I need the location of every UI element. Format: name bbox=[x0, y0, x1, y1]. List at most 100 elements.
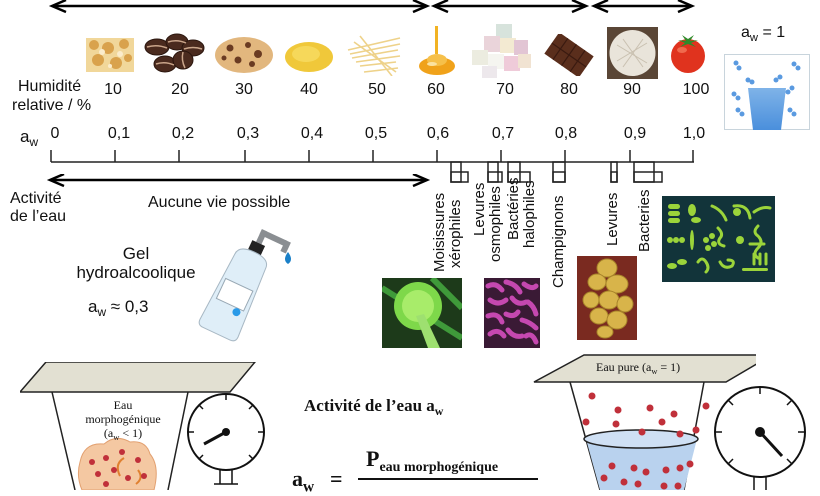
no-life-range-arrow bbox=[46, 174, 431, 188]
gel-label: Gel hydroalcoolique bbox=[56, 244, 216, 282]
formula-lhs: aw bbox=[292, 466, 314, 496]
organism-line1: Bactéries bbox=[505, 177, 522, 240]
water-activity-label: Activité de l’eau bbox=[10, 190, 66, 226]
organism-label-fungi: Champignons bbox=[550, 195, 567, 288]
formula-lhs-sub: w bbox=[303, 478, 315, 496]
formula-title: Activité de l’eau aw bbox=[304, 396, 443, 419]
morphogenic-water-jar-icon bbox=[20, 362, 256, 490]
aw-symbol: a bbox=[20, 127, 30, 146]
organism-line1: Levures bbox=[604, 192, 621, 246]
aw-axis-symbol: aw bbox=[20, 127, 38, 149]
aw-axis-line bbox=[50, 150, 694, 183]
organism-line1: Bacteries bbox=[636, 189, 653, 252]
honey-icon bbox=[419, 26, 455, 75]
chocolate-icon bbox=[544, 34, 594, 76]
humidity-value: 100 bbox=[682, 81, 710, 98]
left-jar-label: Eau morphogénique (aw < 1) bbox=[68, 398, 178, 445]
humidity-value: 70 bbox=[496, 81, 514, 98]
humidity-label-line2: relative / % bbox=[12, 97, 92, 114]
organism-line2: xérophiles bbox=[447, 199, 464, 268]
organism-line1: Levures bbox=[471, 182, 488, 236]
yeast-image-icon bbox=[577, 256, 637, 340]
marshmallows-icon bbox=[472, 24, 531, 78]
humidity-value: 40 bbox=[300, 81, 318, 98]
pure-water-label-a: a bbox=[741, 24, 750, 41]
aw-tick-label: 0,6 bbox=[426, 125, 450, 142]
organism-label-xerophilic-molds: Moisissures xérophiles bbox=[431, 192, 464, 272]
gel-label-line2: hydroalcoolique bbox=[76, 263, 196, 282]
left-jar-line3: (aw < 1) bbox=[68, 426, 178, 445]
formula-numerator-sub: eau morphogénique bbox=[379, 459, 499, 475]
bacteria-shapes-image-icon bbox=[662, 196, 775, 282]
formula-fraction-bar bbox=[358, 478, 538, 480]
aw-tick-label: 0,5 bbox=[364, 125, 388, 142]
aw-symbol-sub: w bbox=[29, 135, 39, 150]
organism-label-yeasts: Levures bbox=[604, 192, 621, 246]
formula-lhs-a: a bbox=[292, 466, 303, 491]
gel-aw-a: a bbox=[88, 297, 98, 316]
aw-tick-label: 0,3 bbox=[236, 125, 260, 142]
pure-water-label-rest: = 1 bbox=[758, 24, 786, 41]
pink-bacteria-image-icon bbox=[484, 278, 540, 348]
right-jar-label: Eau pure (aw = 1) bbox=[596, 360, 680, 376]
water-activity-line1: Activité bbox=[10, 190, 62, 207]
cornflakes-icon bbox=[86, 38, 134, 72]
water-activity-line2: de l’eau bbox=[10, 208, 67, 225]
aw-tick-label: 1,0 bbox=[682, 125, 706, 142]
humidity-value: 80 bbox=[560, 81, 578, 98]
right-pressure-gauge-icon bbox=[714, 386, 806, 490]
aw-tick-label: 0,1 bbox=[107, 125, 131, 142]
top-range-arrows bbox=[48, 0, 696, 14]
humidity-label-line1: Humidité bbox=[18, 78, 82, 95]
coffee-beans-icon bbox=[144, 33, 205, 73]
tomato-icon bbox=[671, 35, 705, 73]
aw-tick-label: 0,8 bbox=[554, 125, 578, 142]
left-jar-line2: morphogénique bbox=[85, 412, 161, 426]
pure-water-label: aw = 1 bbox=[741, 24, 785, 44]
humidity-value: 60 bbox=[427, 81, 445, 98]
organism-line2: osmophiles bbox=[487, 186, 504, 262]
humidity-value: 10 bbox=[104, 81, 122, 98]
semolina-icon bbox=[285, 42, 333, 72]
formula-numerator-p: P bbox=[366, 446, 380, 471]
organism-label-halophilic-bacteria: Bactéries halophiles bbox=[505, 177, 538, 262]
formula-equals: = bbox=[330, 466, 343, 491]
gel-label-line1: Gel bbox=[122, 244, 150, 263]
aw-tick-label: 0,4 bbox=[300, 125, 324, 142]
right-jar-label-rest: = 1) bbox=[657, 360, 681, 374]
aw-tick-label: 0,9 bbox=[623, 125, 647, 142]
gel-aw-value: aw ≈ 0,3 bbox=[88, 297, 148, 319]
evaporating-water-cup-icon bbox=[724, 54, 810, 130]
no-life-label: Aucune vie possible bbox=[148, 194, 291, 211]
humidity-value: 20 bbox=[171, 81, 189, 98]
formula-title-text: Activité de l’eau a bbox=[304, 396, 435, 415]
hand-sanitizer-bottle-icon bbox=[198, 229, 291, 342]
organism-line2: halophiles bbox=[521, 180, 538, 248]
gel-aw-sub: w bbox=[97, 305, 107, 320]
organism-label-osmophilic-yeasts: Levures osmophiles bbox=[471, 182, 504, 262]
humidity-value: 30 bbox=[235, 81, 253, 98]
cheese-icon bbox=[607, 27, 658, 79]
humidity-label: Humidité relative / % bbox=[12, 77, 91, 115]
aw-tick-label: 0,7 bbox=[491, 125, 515, 142]
right-jar-label-a: Eau pure (a bbox=[596, 360, 652, 374]
humidity-value: 50 bbox=[368, 81, 386, 98]
left-jar-line3-rest: < 1) bbox=[119, 426, 143, 440]
left-jar-line3-sub: w bbox=[113, 432, 120, 442]
formula-numerator: Peau morphogénique bbox=[366, 446, 498, 476]
mold-image-icon bbox=[382, 278, 462, 348]
right-jar-label-sub: w bbox=[651, 366, 658, 376]
cookie-icon bbox=[215, 37, 273, 73]
gel-aw-rest: ≈ 0,3 bbox=[106, 297, 149, 316]
spaghetti-icon bbox=[347, 35, 401, 76]
pure-water-jar-icon bbox=[533, 354, 756, 490]
organism-line1: Champignons bbox=[550, 195, 567, 288]
left-jar-line1: Eau bbox=[113, 398, 133, 412]
aw-tick-label: 0 bbox=[50, 125, 60, 142]
humidity-value: 90 bbox=[623, 81, 641, 98]
formula-title-sub: w bbox=[434, 404, 444, 419]
organism-label-bacteria: Bacteries bbox=[636, 189, 653, 252]
left-jar-line3-a: (a bbox=[103, 426, 114, 440]
aw-tick-label: 0,2 bbox=[171, 125, 195, 142]
organism-line1: Moisissures bbox=[431, 192, 448, 272]
